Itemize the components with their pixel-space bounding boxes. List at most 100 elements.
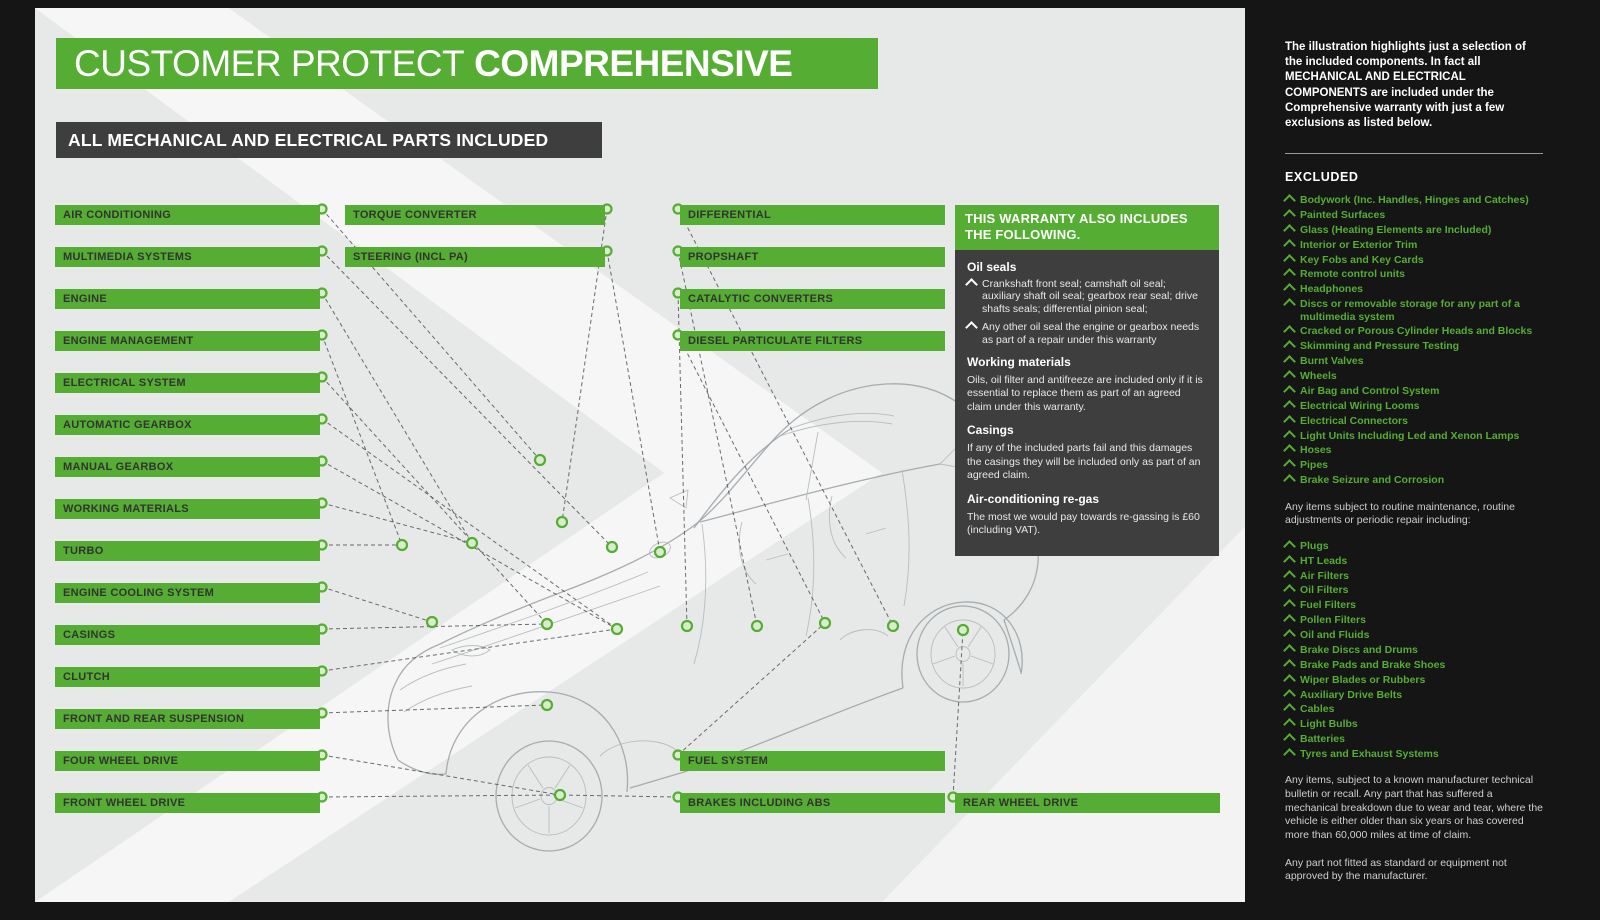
routine-item: Light Bulbs — [1283, 718, 1543, 732]
oil-seals-bullet: Any other oil seal the engine or gearbox… — [965, 321, 1207, 346]
chevron-up-icon — [1283, 554, 1296, 568]
included-part-label-text: ENGINE COOLING SYSTEM — [63, 587, 215, 599]
excluded-item: Bodywork (Inc. Handles, Hinges and Catch… — [1283, 194, 1543, 207]
routine-item: Oil Filters — [1283, 584, 1543, 598]
chevron-up-icon — [1283, 733, 1296, 747]
chevron-up-icon — [1283, 584, 1296, 598]
excluded-item: Wheels — [1283, 370, 1543, 383]
chevron-up-icon — [1283, 599, 1296, 613]
chevron-up-icon — [1283, 209, 1296, 222]
routine-item-text: Brake Pads and Brake Shoes — [1300, 658, 1446, 671]
chevron-up-icon — [1283, 459, 1296, 473]
chevron-up-icon — [1283, 444, 1296, 458]
excluded-item: Electrical Connectors — [1283, 415, 1543, 428]
excluded-item: Key Fobs and Key Cards — [1283, 253, 1543, 267]
excluded-item-text: Light Units Including Led and Xenon Lamp… — [1300, 429, 1520, 442]
chevron-up-icon — [1283, 399, 1296, 413]
oil-seals-bullet: Crankshaft front seal; camshaft oil seal… — [965, 278, 1207, 315]
included-part-label: REAR WHEEL DRIVE — [955, 793, 1220, 813]
excluded-item-text: Glass (Heating Elements are Included) — [1300, 223, 1492, 236]
warranty-panel-body: Oil seals Crankshaft front seal; camshaf… — [955, 249, 1219, 556]
included-labels-bottom: FUEL SYSTEM BRAKES INCLUDING ABS — [680, 751, 945, 813]
chevron-up-icon — [1283, 340, 1296, 354]
routine-item-text: Light Bulbs — [1300, 718, 1358, 731]
routine-item-text: Auxiliary Drive Belts — [1300, 688, 1403, 701]
routine-item-text: Tyres and Exhaust Systems — [1300, 748, 1439, 761]
chevron-up-icon — [1283, 703, 1296, 717]
chevron-up-icon — [1283, 385, 1296, 398]
excluded-item-text: Brake Seizure and Corrosion — [1300, 474, 1445, 487]
included-part-label: DIESEL PARTICULATE FILTERS — [680, 331, 945, 351]
routine-item-text: Air Filters — [1300, 569, 1350, 582]
routine-item: Auxiliary Drive Belts — [1283, 688, 1543, 702]
included-part-label-text: FOUR WHEEL DRIVE — [63, 755, 179, 767]
routine-note: Any items subject to routine maintenance… — [1285, 500, 1515, 527]
included-part-label-text: PROPSHAFT — [688, 251, 759, 263]
included-labels-right: DIFFERENTIAL PROPSHAFT CATALYTIC CONVERT… — [680, 205, 945, 351]
routine-item-text: Oil and Fluids — [1300, 629, 1370, 642]
page-title: CUSTOMER PROTECT COMPREHENSIVE — [56, 38, 878, 89]
chevron-up-icon — [1283, 268, 1296, 282]
included-part-label: BRAKES INCLUDING ABS — [680, 793, 945, 813]
chevron-up-icon — [1283, 629, 1296, 642]
chevron-up-icon — [1283, 688, 1296, 702]
chevron-up-icon — [1283, 370, 1296, 383]
excluded-item-text: Painted Surfaces — [1300, 208, 1386, 221]
warranty-includes-panel: THIS WARRANTY ALSO INCLUDES THE FOLLOWIN… — [955, 205, 1219, 556]
included-part-label-text: BRAKES INCLUDING ABS — [688, 797, 831, 809]
routine-item-text: Cables — [1300, 703, 1335, 716]
routine-item-text: Oil Filters — [1300, 584, 1349, 597]
included-part-label: ENGINE MANAGEMENT — [55, 331, 320, 351]
excluded-item-text: Skimming and Pressure Testing — [1300, 340, 1460, 353]
excluded-list: Bodywork (Inc. Handles, Hinges and Catch… — [1283, 194, 1543, 488]
included-part-label: ELECTRICAL SYSTEM — [55, 373, 320, 393]
excluded-item: Interior or Exterior Trim — [1283, 238, 1543, 252]
included-part-label-text: ENGINE — [63, 293, 107, 305]
included-part-label-text: CLUTCH — [63, 671, 111, 683]
chevron-up-icon — [1283, 429, 1296, 443]
routine-item-text: Brake Discs and Drums — [1300, 643, 1418, 656]
chevron-up-icon — [1283, 238, 1296, 252]
included-part-label: CASINGS — [55, 625, 320, 645]
included-part-label-text: DIESEL PARTICULATE FILTERS — [688, 335, 863, 347]
routine-item-text: Fuel Filters — [1300, 599, 1357, 612]
oil-seals-title: Oil seals — [967, 259, 1017, 274]
routine-item: Plugs — [1283, 540, 1543, 553]
chevron-up-icon — [1283, 253, 1296, 267]
page-title-bold: COMPREHENSIVE — [474, 42, 793, 84]
casings-text: If any of the included parts fail and th… — [967, 442, 1201, 482]
warranty-panel-header: THIS WARRANTY ALSO INCLUDES THE FOLLOWIN… — [955, 205, 1219, 250]
excluded-heading: EXCLUDED — [1285, 170, 1359, 185]
included-part-label-text: AIR CONDITIONING — [63, 209, 172, 221]
included-part-label: ENGINE — [55, 289, 320, 309]
included-part-label-text: ELECTRICAL SYSTEM — [63, 377, 186, 389]
included-part-label-text: TURBO — [63, 545, 104, 557]
routine-item-text: HT Leads — [1300, 554, 1348, 567]
included-part-label-text: FUEL SYSTEM — [688, 755, 769, 767]
regas-text: The most we would pay towards re-gassing… — [967, 510, 1200, 537]
included-part-label-text: MANUAL GEARBOX — [63, 461, 174, 473]
included-labels-rear: REAR WHEEL DRIVE — [955, 793, 1220, 813]
excluded-item-text: Hoses — [1300, 444, 1332, 457]
routine-item-text: Pollen Filters — [1300, 614, 1366, 627]
included-part-label: PROPSHAFT — [680, 247, 945, 267]
included-part-label-text: ENGINE MANAGEMENT — [63, 335, 194, 347]
included-part-label: CLUTCH — [55, 667, 320, 687]
excluded-item: Cracked or Porous Cylinder Heads and Blo… — [1283, 325, 1543, 339]
included-part-label-text: AUTOMATIC GEARBOX — [63, 419, 192, 431]
excluded-item: Electrical Wiring Looms — [1283, 399, 1543, 413]
chevron-up-icon — [1283, 283, 1296, 297]
excluded-item: Light Units Including Led and Xenon Lamp… — [1283, 429, 1543, 443]
excluded-item: Discs or removable storage for any part … — [1283, 298, 1543, 323]
included-part-label: AUTOMATIC GEARBOX — [55, 415, 320, 435]
excluded-item-text: Interior or Exterior Trim — [1300, 238, 1418, 251]
chevron-up-icon — [1283, 748, 1296, 761]
included-part-label: FRONT AND REAR SUSPENSION — [55, 709, 320, 729]
included-part-label: CATALYTIC CONVERTERS — [680, 289, 945, 309]
excluded-item: Painted Surfaces — [1283, 208, 1543, 222]
footer-note-bulletin: Any items, subject to a known manufactur… — [1285, 774, 1543, 841]
included-part-label-text: CATALYTIC CONVERTERS — [688, 293, 834, 305]
included-part-label: AIR CONDITIONING — [55, 205, 320, 225]
excluded-item: Remote control units — [1283, 268, 1543, 282]
